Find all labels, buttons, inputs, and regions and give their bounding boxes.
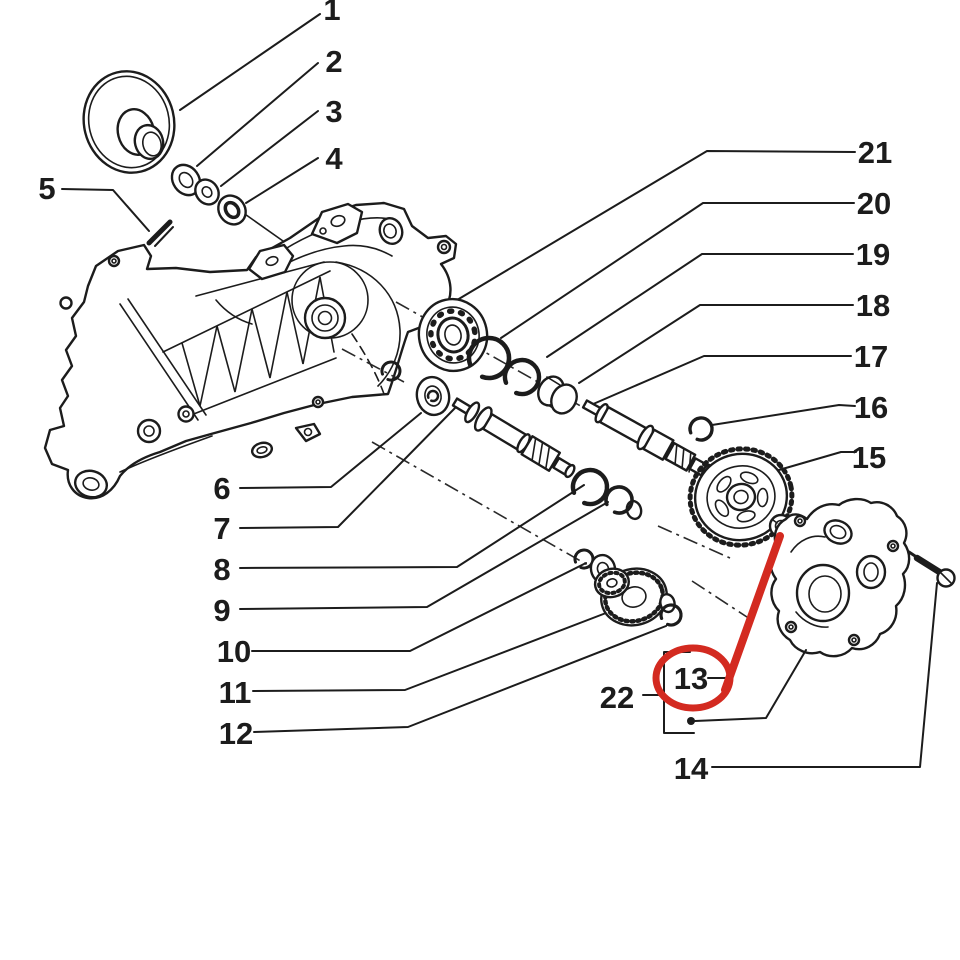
callout-label-10: 10 — [217, 634, 251, 669]
callout-label-21: 21 — [858, 135, 892, 170]
axle-circlip — [688, 416, 714, 442]
callout-label-8: 8 — [213, 552, 230, 587]
leader-line-5 — [61, 188, 150, 232]
leader-line-14 — [711, 582, 938, 768]
callout-label-9: 9 — [213, 593, 230, 628]
spacer-washer — [194, 178, 220, 206]
callout-label-22: 22 — [600, 680, 634, 715]
leader-line-20 — [500, 202, 855, 339]
callout-label-17: 17 — [854, 339, 888, 374]
final-drive-gear — [687, 446, 795, 548]
leader-line-7 — [239, 406, 457, 529]
leader-line-6 — [239, 412, 422, 489]
leader-line-17 — [583, 355, 852, 409]
axis-cover-hub — [691, 580, 751, 620]
retaining-circlip — [659, 603, 683, 627]
callout-label-20: 20 — [857, 186, 891, 221]
callout-label-3: 3 — [325, 94, 342, 129]
callout-label-12: 12 — [219, 716, 253, 751]
callout-label-15: 15 — [852, 440, 886, 475]
leader-lines — [61, 13, 938, 768]
leader-line-15 — [771, 451, 857, 473]
rear-axle-shaft — [581, 399, 713, 479]
leader-line-4 — [245, 157, 319, 204]
leader-line-18 — [578, 304, 854, 384]
kit-item-dot — [687, 717, 695, 725]
leader-line-3 — [220, 110, 319, 187]
parts — [82, 70, 956, 658]
circlip-medium — [502, 357, 542, 397]
callout-label-1: 1 — [323, 0, 340, 27]
leader-line-11 — [252, 612, 607, 692]
oil-seal — [217, 194, 247, 226]
input-shaft — [451, 397, 576, 479]
axis-input-shaft — [341, 348, 405, 383]
leader-line-1 — [179, 13, 321, 111]
callout-label-19: 19 — [856, 237, 890, 272]
split-pin — [146, 219, 174, 247]
callout-label-7: 7 — [213, 511, 230, 546]
callout-label-6: 6 — [213, 471, 230, 506]
shaft-circlip — [570, 467, 610, 507]
leader-line-10 — [251, 562, 587, 652]
counter-gear-cluster — [593, 567, 676, 627]
callout-labels: 1 2 3 4 5 6 7 8 9 10 11 12 13 14 15 16 1… — [38, 0, 892, 786]
callout-label-11: 11 — [219, 675, 252, 710]
axis-gear-nut — [657, 525, 731, 559]
leader-line-21 — [446, 150, 856, 307]
callout-label-4: 4 — [325, 141, 343, 176]
circlip-large — [466, 335, 512, 381]
shim-washer — [604, 485, 643, 521]
leader-line-8 — [239, 484, 585, 569]
drive-pulley — [82, 70, 176, 174]
cover-bolt — [907, 550, 956, 588]
crankcase — [43, 201, 458, 500]
leader-line-2 — [196, 62, 319, 167]
gear-cover — [769, 497, 911, 658]
leader-line-9 — [239, 501, 609, 610]
callout-label-14: 14 — [674, 751, 709, 786]
callout-label-18: 18 — [856, 288, 890, 323]
spacer-bushing — [537, 375, 578, 415]
input-shaft-bearing — [380, 360, 451, 417]
callout-label-5: 5 — [38, 171, 55, 206]
leader-line-16 — [711, 404, 856, 426]
callout-label-16: 16 — [854, 390, 888, 425]
leader-line-19 — [546, 253, 854, 358]
highlight-annotation — [652, 532, 784, 712]
highlight-line — [721, 532, 784, 694]
callout-label-13: 13 — [674, 661, 708, 696]
leader-line-12 — [253, 625, 667, 733]
callout-label-2: 2 — [325, 44, 342, 79]
